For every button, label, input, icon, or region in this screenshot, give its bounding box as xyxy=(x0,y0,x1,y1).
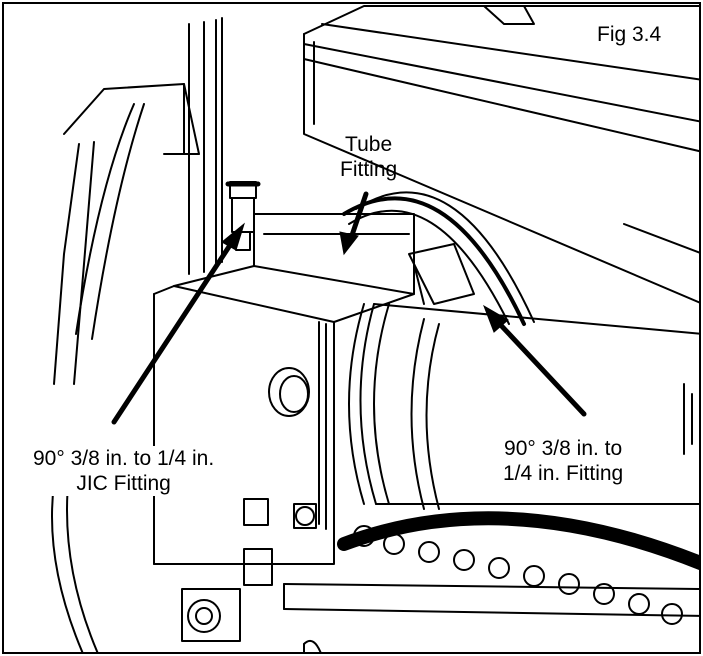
tube-fitting-line2: Fitting xyxy=(340,158,398,181)
jic-leader-line xyxy=(111,233,239,425)
jic-fitting-line1: 90° 3/8 in. to 1/4 in. xyxy=(33,447,215,470)
tube-fitting-callout: Tube Fitting xyxy=(337,132,400,182)
jic-fitting-line2: JIC Fitting xyxy=(76,472,171,495)
elbow-fitting-callout: 90° 3/8 in. to 1/4 in. Fitting xyxy=(500,436,627,486)
elbow-arrowhead xyxy=(483,304,509,333)
machine-line-drawing xyxy=(51,5,699,652)
elbow-fitting-line2: 1/4 in. Fitting xyxy=(503,462,624,485)
tube-arrowhead xyxy=(339,231,359,256)
elbow-leader-line xyxy=(493,317,587,417)
elbow-fitting-line1: 90° 3/8 in. to xyxy=(504,437,623,460)
jic-fitting-callout: 90° 3/8 in. to 1/4 in. JIC Fitting xyxy=(30,446,218,496)
figure-number: Fig 3.4 xyxy=(597,23,662,46)
tube-fitting-line1: Tube xyxy=(345,133,393,156)
jic-arrowhead xyxy=(221,222,245,251)
